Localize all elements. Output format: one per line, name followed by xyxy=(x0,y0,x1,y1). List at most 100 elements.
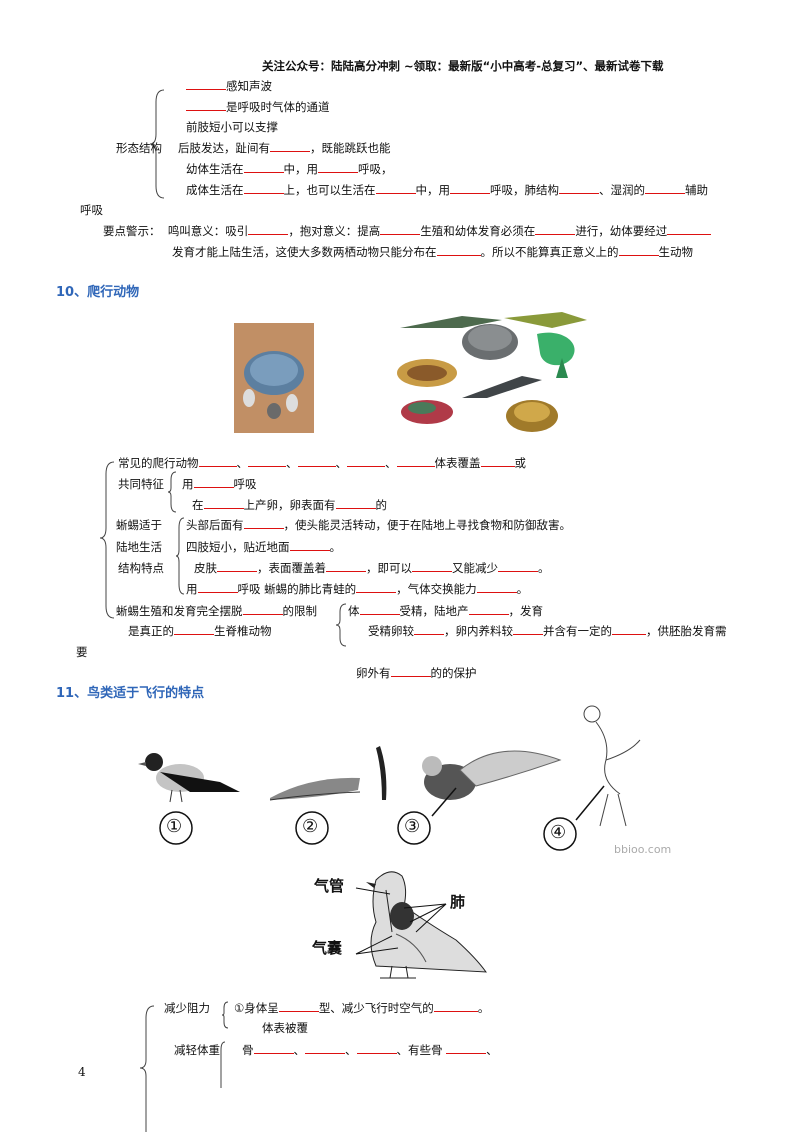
answer-blank xyxy=(396,455,435,467)
sparrow-illustration xyxy=(138,753,240,803)
amph-line-2: 是呼吸时气体的通道 xyxy=(186,99,330,115)
answer-blank xyxy=(243,182,284,194)
answer-blank xyxy=(375,182,416,194)
answer-blank xyxy=(326,560,366,572)
turtle-photo xyxy=(234,323,314,433)
weight-line-1: 骨、、、有些骨 、 xyxy=(242,1042,498,1057)
answer-blank xyxy=(667,223,712,235)
answer-blank xyxy=(270,140,310,152)
brace xyxy=(139,1005,155,1132)
lizard-label-3: 结构特点 xyxy=(118,561,164,575)
brace xyxy=(99,461,115,619)
repro-r3: 卵外有的的保护 xyxy=(356,665,477,680)
true-land-line: 是真正的生脊椎动物 xyxy=(128,624,272,638)
amph-line-4: 后肢发达，趾间有，既能跳跃也能 xyxy=(178,140,391,155)
amph-label: 形态结构 xyxy=(116,141,162,155)
brace xyxy=(149,89,165,199)
lizard-s3: 皮肤，表面覆盖着，即可以又能减少。 xyxy=(194,560,550,575)
figure-number-2 xyxy=(295,811,329,845)
answer-blank xyxy=(278,1000,319,1012)
answer-blank xyxy=(248,223,289,235)
amph-line-1: 感知声波 xyxy=(186,78,272,94)
lizard-s1: 头部后面有，使头能灵活转动，便于在陆地上寻找食物和防御敌害。 xyxy=(186,517,571,532)
answer-blank xyxy=(347,455,385,467)
repro-line: 蜥蜴生殖和发育完全摆脱的限制 xyxy=(116,603,317,618)
key-points-line-2: 发育才能上陆生活，这使大多数两栖动物只能分布在。所以不能算真正意义上的生动物 xyxy=(172,244,693,259)
answer-blank xyxy=(318,161,358,173)
answer-blank xyxy=(193,476,234,488)
shared-features-label: 共同特征 xyxy=(118,477,164,491)
section-title-reptile: 10、爬行动物 xyxy=(56,285,140,300)
figure-label-1: ① xyxy=(166,816,183,837)
label-trachea: 气管 xyxy=(314,877,345,895)
answer-blank xyxy=(359,603,400,615)
brace xyxy=(220,1041,226,1088)
answer-blank xyxy=(186,99,226,111)
answer-blank xyxy=(498,560,538,572)
answer-blank xyxy=(243,161,284,173)
answer-blank xyxy=(513,623,543,635)
answer-blank xyxy=(480,455,515,467)
reduce-weight-label: 减轻体重 xyxy=(174,1043,220,1057)
amph-line-5: 幼体生活在中，用呼吸， xyxy=(186,161,393,176)
answer-blank xyxy=(436,244,481,256)
answer-blank xyxy=(203,497,244,509)
pigeon-respiration-diagram xyxy=(355,871,488,979)
lizard-s2: 四肢短小，贴近地面。 xyxy=(186,539,341,554)
answer-blank xyxy=(198,455,237,467)
answer-blank xyxy=(612,623,646,635)
figure-label-4: ④ xyxy=(550,822,567,843)
answer-blank xyxy=(450,182,490,194)
reptile-common: 常见的爬行动物、、、、体表覆盖或 xyxy=(118,455,526,470)
label-lung: 肺 xyxy=(450,893,466,911)
figure-number-4 xyxy=(543,817,577,851)
page-header: 关注公众号：陆陆高分冲刺 ~领取：最新版“小中高考-总复习”、最新试卷下载 xyxy=(262,59,664,73)
label-air-sac: 气囊 xyxy=(312,939,343,957)
answer-blank xyxy=(243,517,284,529)
answer-blank xyxy=(414,623,444,635)
reptiles-collage xyxy=(397,312,587,432)
page-number: 4 xyxy=(78,1065,86,1079)
amph-line-3: 前肢短小可以支撑 xyxy=(186,120,278,134)
repro-r2: 受精卵较，卵内养料较并含有一定的，供胚胎发育需 xyxy=(368,623,727,638)
brace xyxy=(221,1001,229,1029)
yao-text: 要 xyxy=(76,645,88,659)
brace xyxy=(335,603,347,647)
figure-label-2: ② xyxy=(302,816,319,837)
brace xyxy=(167,471,177,513)
answer-blank xyxy=(253,1042,294,1054)
answer-blank xyxy=(356,1042,397,1054)
lizard-s4: 用呼吸 蜥蜴的肺比青蛙的，气体交换能力。 xyxy=(186,581,529,596)
figure-label-3: ③ xyxy=(404,816,421,837)
key-points-line-1: 要点警示： 鸣叫意义：吸引，抱对意义：提高生殖和幼体发育必须在进行，幼体要经过 xyxy=(103,223,712,239)
answer-blank xyxy=(197,581,238,593)
answer-blank xyxy=(289,539,330,551)
answer-blank xyxy=(305,1042,345,1054)
answer-blank xyxy=(433,1000,478,1012)
answer-blank xyxy=(335,497,376,509)
amph-line-6: 成体生活在上，也可以生活在中，用呼吸，肺结构、湿润的辅助 xyxy=(186,182,708,197)
answer-blank xyxy=(242,603,283,615)
section-title-bird: 11、鸟类适于飞行的特点 xyxy=(56,686,205,701)
watermark: bbioo.com xyxy=(614,843,672,856)
answer-blank xyxy=(356,581,397,593)
answer-blank xyxy=(446,1042,487,1054)
answer-blank xyxy=(380,223,421,235)
brace xyxy=(175,517,185,595)
figure-number-1 xyxy=(159,811,193,845)
answer-blank xyxy=(618,244,659,256)
answer-blank xyxy=(390,665,431,677)
reduce-drag-label: 减少阻力 xyxy=(164,1001,210,1015)
answer-blank xyxy=(476,581,517,593)
repro-r1: 体受精，陆地产，发育 xyxy=(348,603,543,618)
answer-blank xyxy=(559,182,599,194)
drag-line-2: 体表被覆 xyxy=(262,1021,308,1035)
shared-egg: 在上产卵，卵表面有的 xyxy=(192,497,387,512)
bird-figures xyxy=(138,705,641,851)
answer-blank xyxy=(468,603,509,615)
drag-line-1: ①身体呈型、减少飞行时空气的。 xyxy=(234,1000,490,1015)
answer-blank xyxy=(645,182,685,194)
answer-blank xyxy=(248,455,286,467)
amph-line-7: 呼吸 xyxy=(80,203,103,217)
figure-number-3 xyxy=(397,811,431,845)
